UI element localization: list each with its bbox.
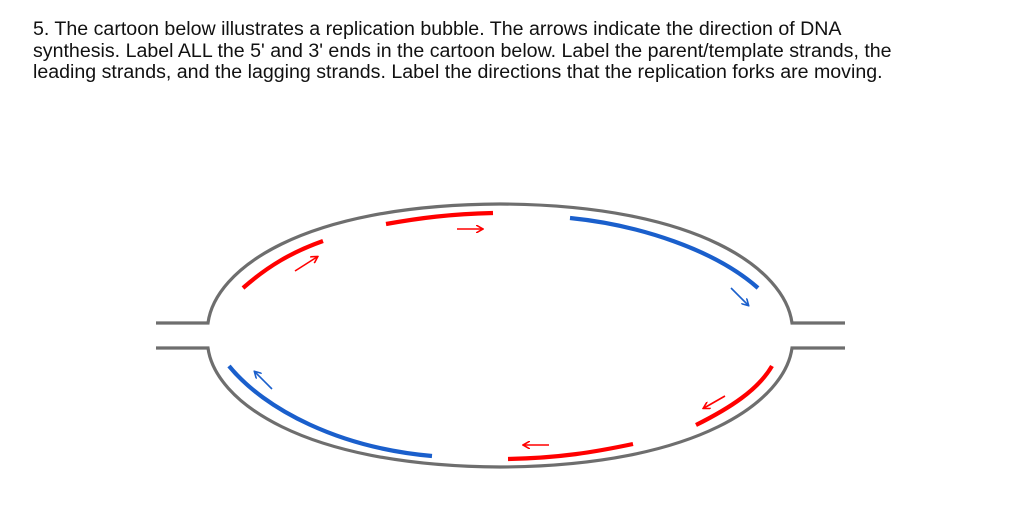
bottom-left-blue-strand xyxy=(227,364,433,459)
bottom-middle-red-fragment xyxy=(507,444,634,462)
top-parent-strand xyxy=(156,202,845,325)
question-line-3: leading strands, and the lagging strands… xyxy=(33,61,883,83)
question-text: 5. The cartoon below illustrates a repli… xyxy=(33,18,1013,84)
top-middle-red-fragment xyxy=(385,210,494,229)
top-right-blue-strand xyxy=(569,215,760,305)
bottom-parent-strand xyxy=(156,346,845,469)
arrow-up-left-icon xyxy=(255,372,273,390)
bottom-right-red-fragment xyxy=(695,364,774,427)
arrow-down-right-icon xyxy=(730,287,748,305)
arrow-up-right-icon xyxy=(294,257,317,272)
question-line-1: 5. The cartoon below illustrates a repli… xyxy=(33,18,842,40)
arrow-down-left-icon xyxy=(704,395,726,408)
top-left-red-fragment xyxy=(241,239,324,290)
question-line-2: synthesis. Label ALL the 5' and 3' ends … xyxy=(33,39,892,62)
